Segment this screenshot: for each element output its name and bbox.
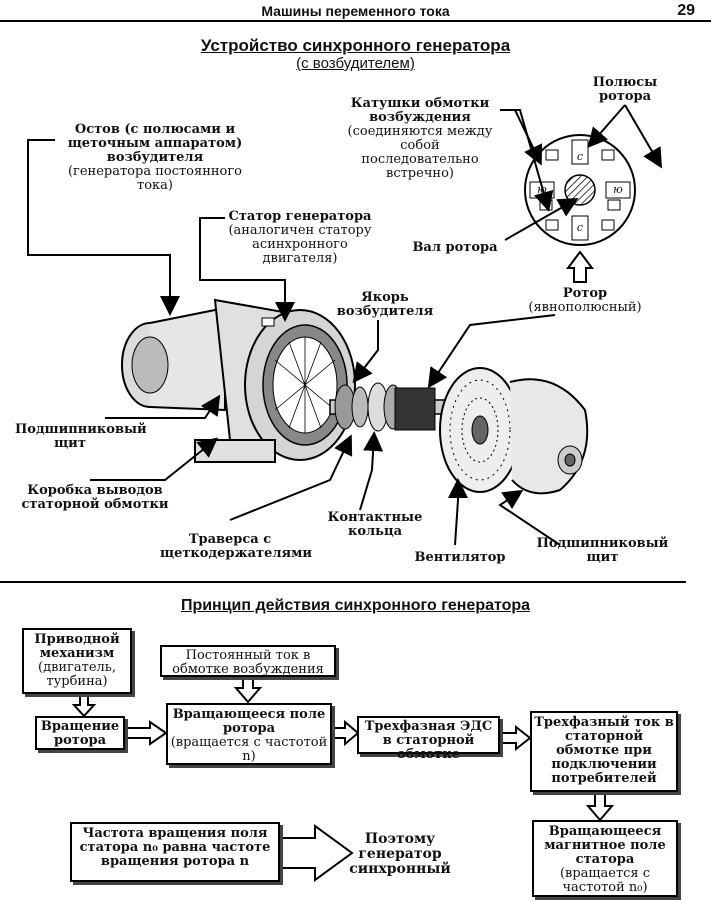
section2-title: Принцип действия синхронного генератора (180, 597, 531, 614)
section1-title: Устройство синхронного генератора (200, 36, 511, 55)
label-fan: Вентилятор (414, 550, 506, 565)
label-brush-traverse: Траверса с щеткодержателями (160, 532, 313, 561)
box-dc-field: Постоянный ток в обмотке возбуждения (160, 645, 336, 677)
pole-letter-right: ю (613, 183, 623, 196)
label-bearing-shield-right: Подшипниковый щит (536, 536, 669, 565)
box-stator-field: Вращающееся магнитное поле статора (вращ… (532, 820, 678, 897)
header-title: Машины переменного тока (261, 3, 450, 19)
label-rotor-shaft: Вал ротора (412, 240, 498, 255)
label-rotor: Ротор (явнополюсный) (528, 286, 642, 315)
flow-arrows (71, 675, 615, 882)
label-exciter-frame: Остов (с полюсами и щеточным аппаратом) … (67, 122, 243, 193)
section1-subtitle: (с возбудителем) (296, 55, 415, 72)
label-conclusion: Поэтому генератор синхронный (349, 831, 451, 877)
rotor-pole-diagram (524, 134, 636, 246)
leader-arrows (27, 104, 663, 546)
pole-letter-bottom: с (576, 221, 584, 234)
box-three-phase-current: Трехфазный ток в статорной обмотке при п… (530, 711, 678, 792)
label-exciter-armature: Якорь возбудителя (336, 290, 434, 319)
label-bearing-shield-left: Подшипниковый щит (15, 422, 147, 451)
label-generator-stator: Статор генератора (аналогичен статору ас… (228, 209, 372, 266)
pole-letter-left: ю (537, 183, 547, 196)
box-three-phase-emf: Трехфазная ЭДС в статорной обмотке (357, 716, 500, 762)
generator-illustration (121, 298, 589, 495)
box-rotor-field: Вращающееся поле ротора (вращается с час… (166, 703, 332, 765)
label-terminal-box: Коробка выводов статорной обмотки (21, 483, 169, 512)
pole-letter-top: с (576, 150, 584, 163)
label-slip-rings: Контактные кольца (327, 510, 423, 539)
rotor-up-arrow (566, 250, 594, 283)
page-header: Машины переменного тока 29 (0, 0, 711, 22)
label-rotor-poles: Полюсы ротора (592, 75, 658, 104)
header-rule (0, 20, 711, 22)
section-divider (0, 581, 686, 583)
box-rotor-rotation: Вращение ротора (35, 716, 125, 750)
box-drive-mechanism: Приводной механизм (двигатель, турбина) (22, 628, 132, 694)
label-field-coils: Катушки обмотки возбуждения (соединяются… (347, 96, 493, 181)
box-frequency-equality: Частота вращения поля статора n₀ равна ч… (70, 822, 280, 882)
page-number: 29 (677, 2, 695, 19)
